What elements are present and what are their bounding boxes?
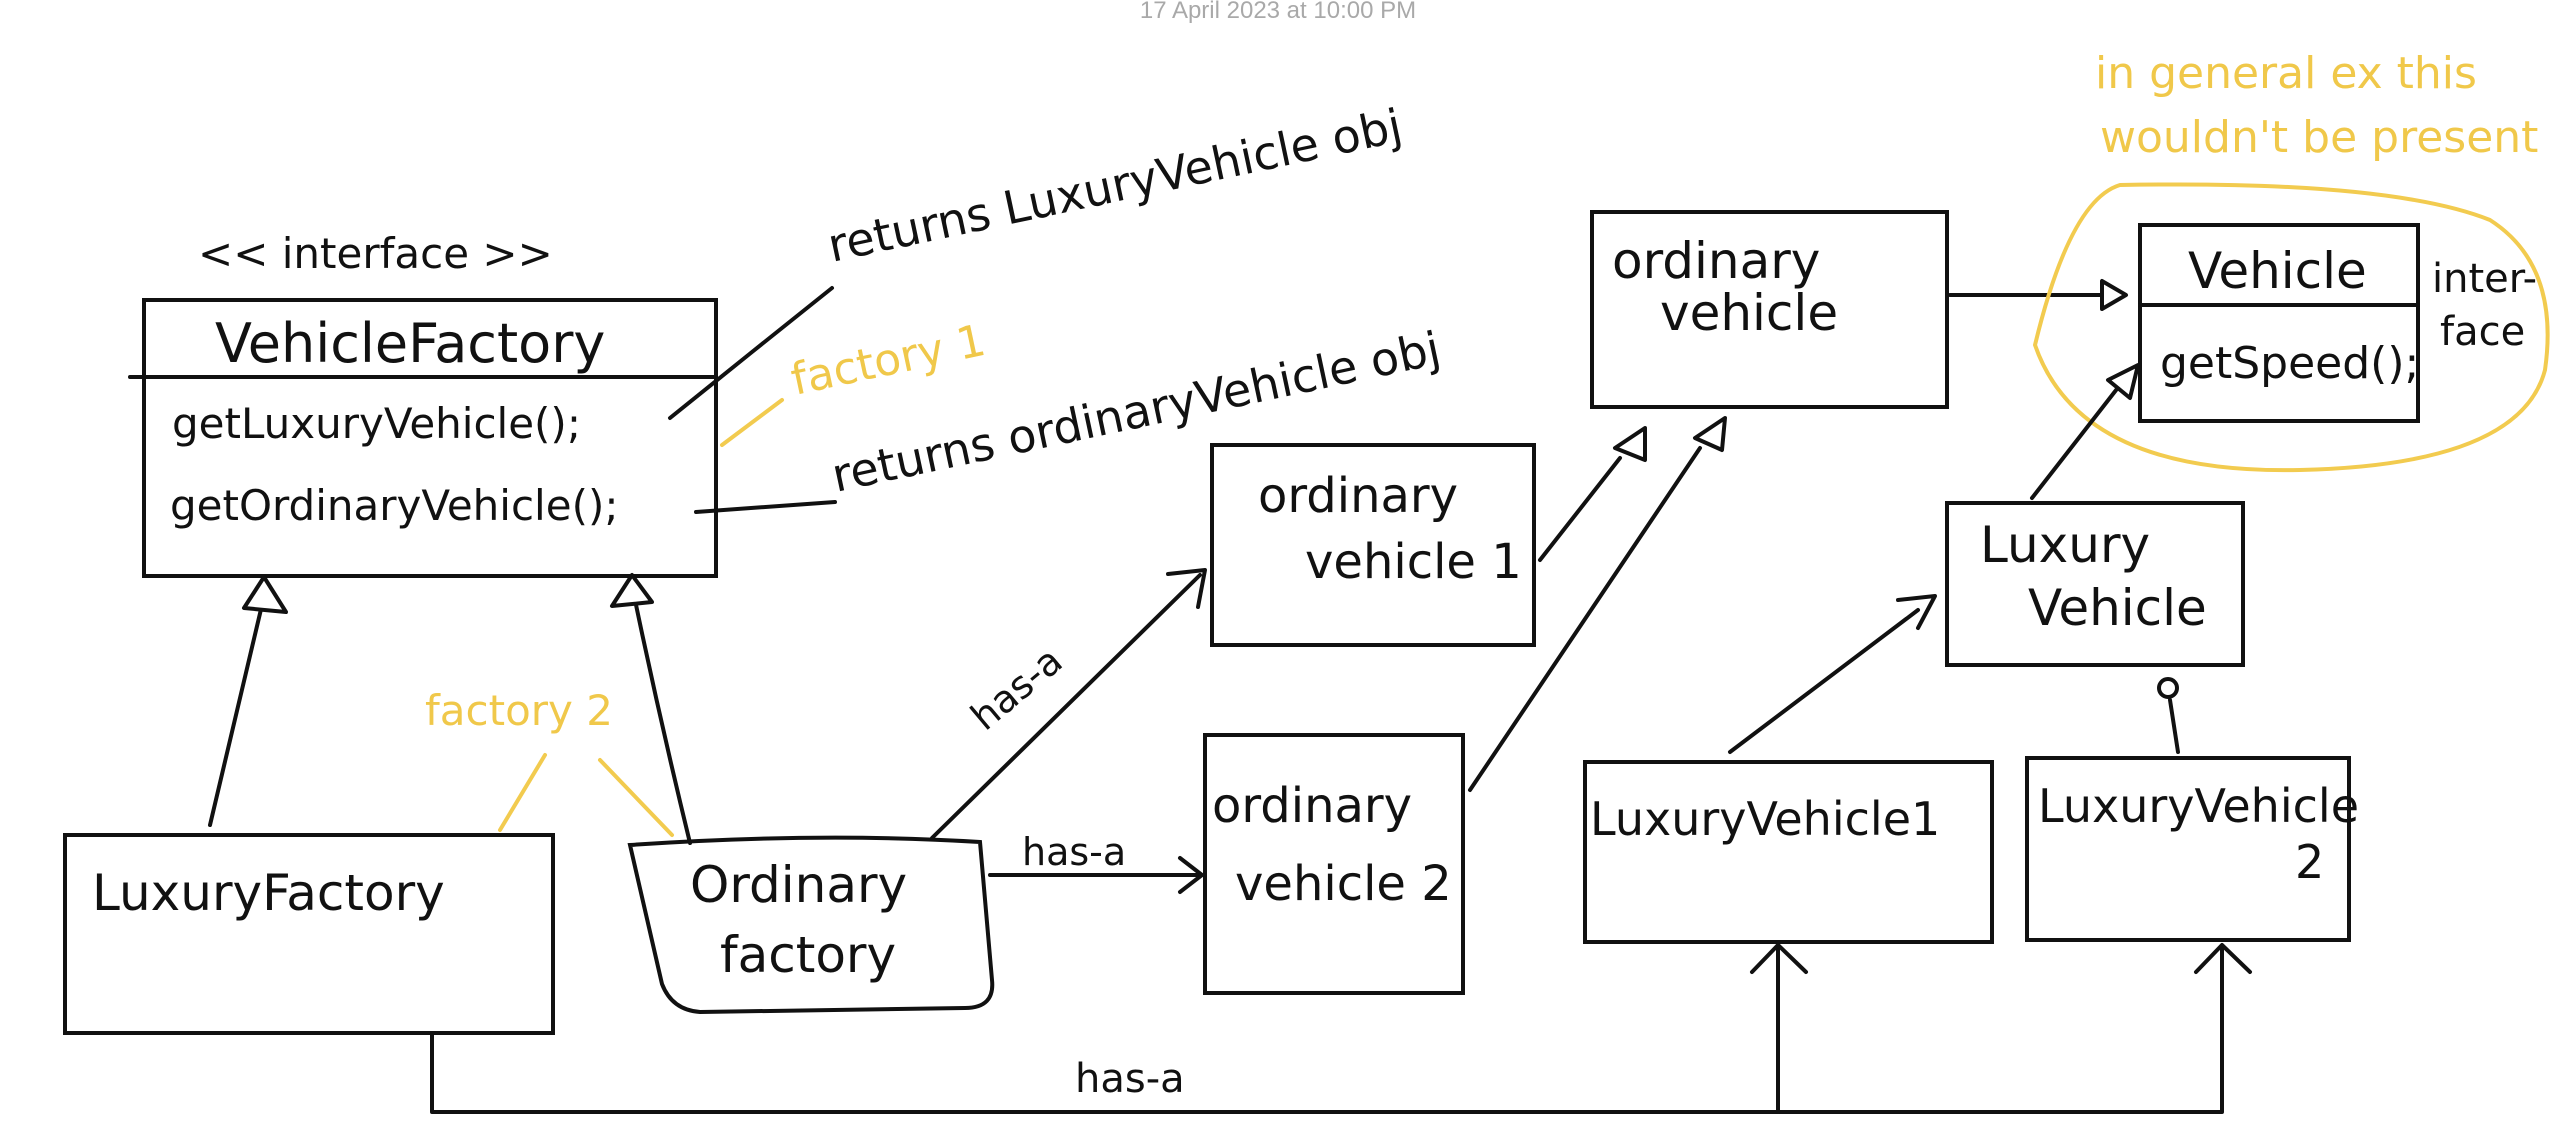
note-factory-1: factory 1	[787, 315, 990, 406]
method-get-luxury-vehicle: getLuxuryVehicle();	[172, 399, 581, 448]
luxury-vehicle-2-line1: LuxuryVehicle	[2038, 779, 2359, 833]
annotation-circle	[2033, 182, 2550, 473]
ordinary-vehicle-1-line2: vehicle 1	[1305, 534, 1522, 590]
has-a-label-1: has-a	[963, 638, 1071, 739]
luxury-vehicle-line2: Vehicle	[2028, 579, 2207, 637]
luxury-factory-label: LuxuryFactory	[92, 864, 445, 922]
ordinary-vehicle-box: ordinary vehicle	[1590, 210, 1949, 409]
vehicle-factory-title: VehicleFactory	[215, 312, 605, 375]
ordinary-vehicle-2-line1: ordinary	[1212, 778, 1412, 834]
ordinary-vehicle-line1: ordinary	[1612, 232, 1820, 290]
note-factory-2: factory 2	[425, 686, 613, 735]
method-get-ordinary-vehicle: getOrdinaryVehicle();	[170, 481, 619, 530]
vehicle-title: Vehicle	[2188, 242, 2367, 300]
ordinary-vehicle-line2: vehicle	[1660, 284, 1838, 342]
ordinary-vehicle-1-box: ordinary vehicle 1	[1210, 443, 1536, 647]
interface-stereotype: << interface >>	[198, 229, 553, 278]
vehicle-method: getSpeed();	[2160, 338, 2419, 389]
has-a-label-3: has-a	[1075, 1056, 1185, 1102]
ordinary-factory-label-line2: factory	[720, 926, 896, 984]
ordinary-vehicle-2-box: ordinary vehicle 2	[1203, 733, 1465, 995]
luxury-vehicle-2-line2: 2	[2295, 835, 2324, 889]
note-general-ex-line2: wouldn't be present	[2100, 112, 2538, 163]
note-general-ex-line1: in general ex this	[2095, 48, 2477, 99]
interface-side-label-line2: face	[2440, 309, 2525, 355]
luxury-vehicle-box: Luxury Vehicle	[1945, 501, 2245, 667]
vehicle-factory-box: VehicleFactory getLuxuryVehicle(); getOr…	[128, 298, 718, 578]
luxury-vehicle-line1: Luxury	[1980, 516, 2150, 574]
luxury-vehicle-2-box: LuxuryVehicle 2	[2025, 756, 2359, 942]
luxury-vehicle-1-box: LuxuryVehicle1	[1583, 760, 1994, 944]
ordinary-factory-box: Ordinary factory	[627, 835, 995, 1015]
timestamp: 17 April 2023 at 10:00 PM	[1140, 0, 1416, 24]
has-a-label-2: has-a	[1022, 830, 1126, 874]
ordinary-vehicle-1-line1: ordinary	[1258, 468, 1458, 524]
luxury-vehicle-1-label: LuxuryVehicle1	[1590, 792, 1940, 846]
vehicle-box: Vehicle getSpeed();	[2138, 223, 2420, 423]
note-returns-luxury: returns LuxuryVehicle obj	[823, 98, 1406, 272]
interface-side-label-line1: inter-	[2432, 256, 2537, 302]
luxury-factory-box: LuxuryFactory	[63, 833, 555, 1035]
ordinary-factory-label-line1: Ordinary	[690, 856, 907, 914]
ordinary-vehicle-2-line2: vehicle 2	[1235, 856, 1452, 912]
